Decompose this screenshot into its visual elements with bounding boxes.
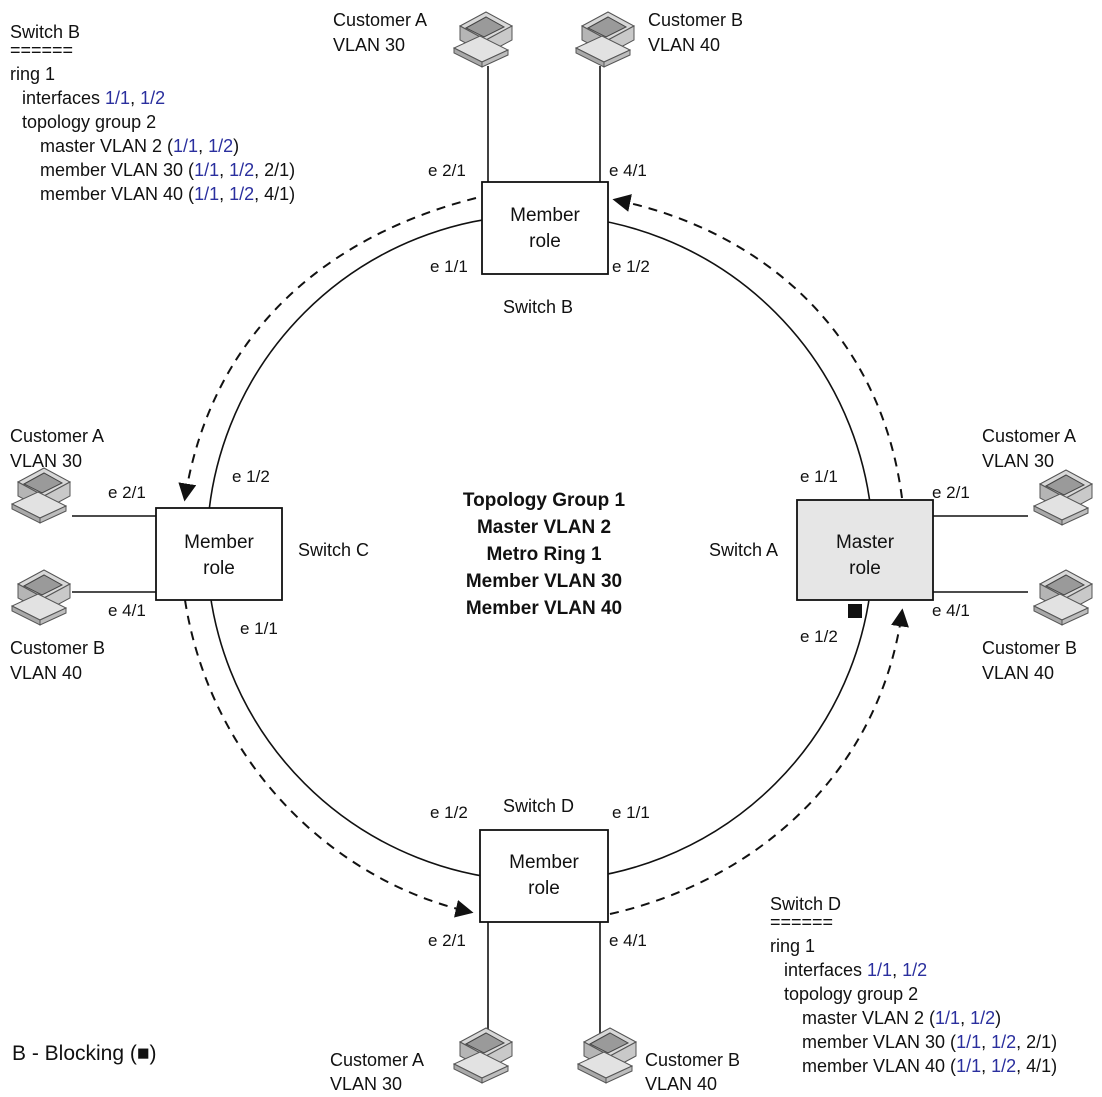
computer-icon [11, 569, 71, 626]
svg-text:role: role [529, 231, 561, 252]
port-label: e 1/2 [800, 627, 838, 646]
config-line-member30: member VLAN 30 (1/1, 1/2, 2/1) [40, 160, 295, 180]
port-label: e 1/2 [612, 257, 650, 276]
customer-label-left-b: Customer B VLAN 40 [10, 638, 105, 683]
config-line-master: master VLAN 2 (1/1, 1/2) [40, 136, 239, 156]
customer-label-top-b: Customer B VLAN 40 [648, 10, 743, 55]
config-line-member40: member VLAN 40 (1/1, 1/2, 4/1) [802, 1056, 1057, 1076]
port-label: e 1/2 [430, 803, 468, 822]
svg-text:VLAN 30: VLAN 30 [330, 1074, 402, 1094]
svg-text:VLAN 40: VLAN 40 [10, 663, 82, 683]
svg-text:Customer A: Customer A [10, 426, 104, 446]
svg-text:role: role [849, 558, 881, 579]
svg-text:role: role [528, 878, 560, 899]
config-line-interfaces: interfaces 1/1, 1/2 [22, 88, 165, 108]
svg-text:Member VLAN 40: Member VLAN 40 [466, 598, 622, 619]
port-label: e 1/1 [612, 803, 650, 822]
rhp-path-c-to-d [184, 599, 474, 918]
computer-icon [577, 1027, 637, 1084]
svg-text:VLAN 30: VLAN 30 [333, 35, 405, 55]
config-switch-d: Switch D ====== ring 1 interfaces 1/1, 1… [770, 894, 1057, 1076]
svg-text:Switch D: Switch D [770, 894, 841, 914]
blocking-port-marker [848, 604, 862, 618]
customer-label-right-a: Customer A VLAN 30 [982, 426, 1076, 471]
svg-text:Member: Member [510, 205, 580, 226]
port-label: e 1/2 [232, 467, 270, 486]
port-label: e 2/1 [108, 483, 146, 502]
svg-text:VLAN 40: VLAN 40 [648, 35, 720, 55]
port-label: e 2/1 [428, 931, 466, 950]
svg-text:VLAN 30: VLAN 30 [982, 451, 1054, 471]
customer-label-bottom-a: Customer A VLAN 30 [330, 1050, 424, 1094]
customer-label-right-b: Customer B VLAN 40 [982, 638, 1077, 683]
ring-summary: Topology Group 1 Master VLAN 2 Metro Rin… [463, 490, 626, 619]
port-label: e 2/1 [932, 483, 970, 502]
svg-text:Metro Ring 1: Metro Ring 1 [486, 544, 601, 565]
svg-text:VLAN 40: VLAN 40 [645, 1074, 717, 1094]
svg-text:ring 1: ring 1 [770, 936, 815, 956]
svg-text:Member VLAN 30: Member VLAN 30 [466, 571, 622, 592]
port-label: e 1/1 [430, 257, 468, 276]
svg-text:role: role [203, 558, 235, 579]
rhp-path-d-to-a [609, 608, 909, 915]
computer-icon [11, 467, 71, 524]
svg-text:Topology Group 1: Topology Group 1 [463, 490, 626, 511]
customer-label-left-a: Customer A VLAN 30 [10, 426, 104, 471]
port-label: e 1/1 [800, 467, 838, 486]
switch-d-box: Member role [479, 829, 609, 923]
config-line-master: master VLAN 2 (1/1, 1/2) [802, 1008, 1001, 1028]
svg-text:======: ====== [10, 40, 73, 60]
switch-c-label: Switch C [298, 540, 369, 560]
port-label: e 4/1 [609, 931, 647, 950]
svg-text:Customer A: Customer A [333, 10, 427, 30]
svg-text:Master: Master [836, 532, 895, 553]
svg-text:ring 1: ring 1 [10, 64, 55, 84]
computer-icon [453, 1027, 513, 1084]
svg-text:======: ====== [770, 912, 833, 932]
blocking-legend: B - Blocking (■) [12, 1042, 157, 1065]
svg-text:Member: Member [509, 852, 579, 873]
svg-text:Member: Member [184, 532, 254, 553]
svg-text:Customer A: Customer A [982, 426, 1076, 446]
switch-b-box: Member role [481, 181, 609, 275]
port-label: e 4/1 [108, 601, 146, 620]
customer-label-bottom-b: Customer B VLAN 40 [645, 1050, 740, 1094]
switch-a-label: Switch A [709, 540, 778, 560]
svg-text:topology group 2: topology group 2 [784, 984, 918, 1004]
computer-icon [453, 11, 513, 68]
rhp-path-b-to-c [178, 197, 477, 502]
svg-text:Customer A: Customer A [330, 1050, 424, 1070]
config-line-interfaces: interfaces 1/1, 1/2 [784, 960, 927, 980]
port-label: e 4/1 [932, 601, 970, 620]
svg-text:VLAN 40: VLAN 40 [982, 663, 1054, 683]
computer-icon [575, 11, 635, 68]
switch-a-box: Master role [796, 499, 934, 601]
switch-d-label: Switch D [503, 796, 574, 816]
port-label: e 1/1 [240, 619, 278, 638]
port-label: e 2/1 [428, 161, 466, 180]
switch-b-label: Switch B [503, 297, 573, 317]
computer-icon [1033, 469, 1093, 526]
svg-text:Customer B: Customer B [10, 638, 105, 658]
computer-icon [1033, 569, 1093, 626]
svg-text:Master VLAN 2: Master VLAN 2 [477, 517, 611, 538]
port-label: e 4/1 [609, 161, 647, 180]
svg-text:Customer B: Customer B [982, 638, 1077, 658]
svg-text:Switch B: Switch B [10, 22, 80, 42]
svg-text:Customer B: Customer B [648, 10, 743, 30]
svg-text:Customer B: Customer B [645, 1050, 740, 1070]
svg-text:VLAN 30: VLAN 30 [10, 451, 82, 471]
config-switch-b: Switch B ====== ring 1 interfaces 1/1, 1… [10, 22, 295, 204]
config-line-member40: member VLAN 40 (1/1, 1/2, 4/1) [40, 184, 295, 204]
svg-text:topology group 2: topology group 2 [22, 112, 156, 132]
switch-c-box: Member role [155, 507, 283, 601]
rhp-path-a-to-b [612, 194, 903, 499]
config-line-member30: member VLAN 30 (1/1, 1/2, 2/1) [802, 1032, 1057, 1052]
customer-label-top-a: Customer A VLAN 30 [333, 10, 427, 55]
